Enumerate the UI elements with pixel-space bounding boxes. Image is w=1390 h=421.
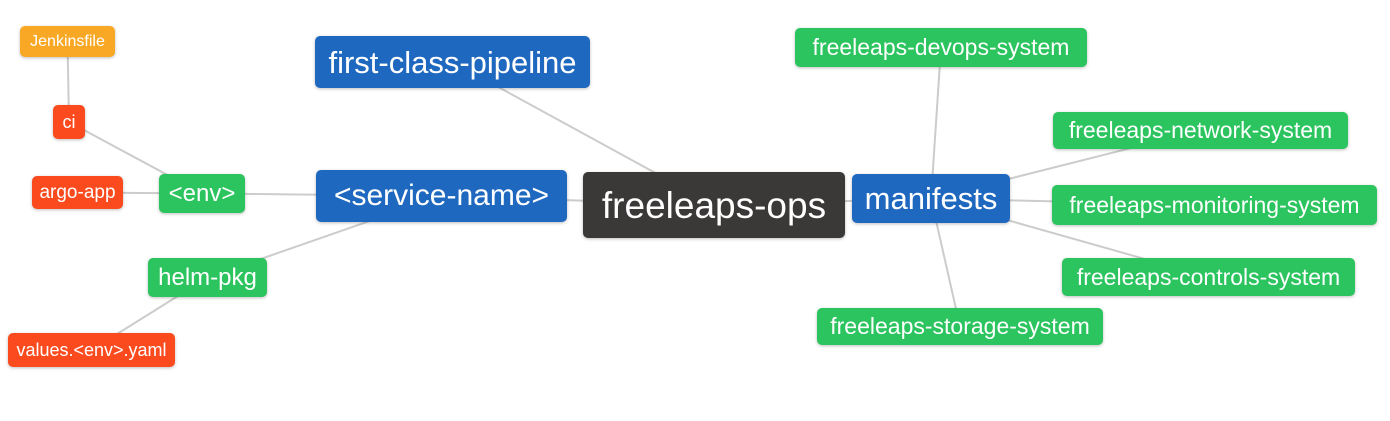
- node-manifests[interactable]: manifests: [852, 174, 1010, 223]
- node-values-env-yaml[interactable]: values.<env>.yaml: [8, 333, 175, 367]
- node-helm-pkg[interactable]: helm-pkg: [148, 258, 267, 297]
- node-service-name[interactable]: <service-name>: [316, 170, 567, 222]
- node-ci[interactable]: ci: [53, 105, 85, 139]
- node-argo-app[interactable]: argo-app: [32, 176, 123, 209]
- edge-manifests--freeleaps-devops-system: [930, 47, 942, 199]
- node-jenkinsfile[interactable]: Jenkinsfile: [20, 26, 115, 57]
- node-freeleaps-monitoring-system[interactable]: freeleaps-monitoring-system: [1052, 185, 1377, 225]
- node-freeleaps-storage-system[interactable]: freeleaps-storage-system: [817, 308, 1103, 345]
- node-first-class-pipeline[interactable]: first-class-pipeline: [315, 36, 590, 88]
- node-freeleaps-controls-system[interactable]: freeleaps-controls-system: [1062, 258, 1355, 296]
- node-freeleaps-network-system[interactable]: freeleaps-network-system: [1053, 112, 1348, 149]
- node-freeleaps-ops[interactable]: freeleaps-ops: [583, 172, 845, 238]
- node-freeleaps-devops-system[interactable]: freeleaps-devops-system: [795, 28, 1087, 67]
- node-env[interactable]: <env>: [159, 174, 245, 213]
